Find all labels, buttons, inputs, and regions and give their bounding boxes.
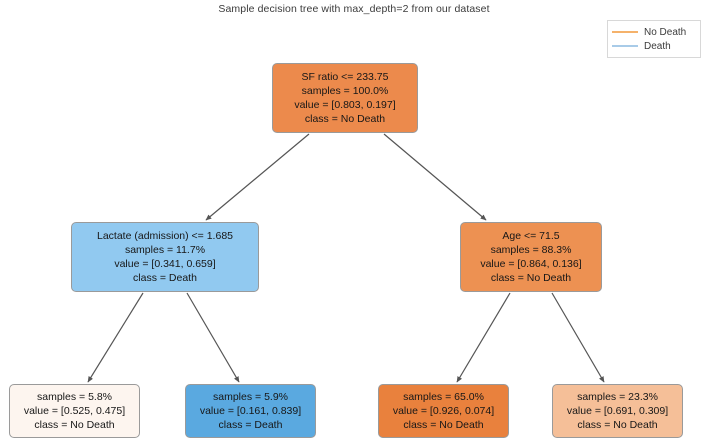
figure-title: Sample decision tree with max_depth=2 fr… bbox=[218, 3, 490, 15]
node-value-text: value = [0.525, 0.475] bbox=[23, 404, 126, 417]
node-class-text: class = No Death bbox=[403, 419, 484, 432]
legend-label: No Death bbox=[644, 26, 687, 38]
node-samples-text: samples = 23.3% bbox=[577, 390, 658, 403]
tree-edge-right-to-leaf3 bbox=[456, 292, 511, 383]
legend-item-no-death: No Death bbox=[612, 25, 695, 39]
tree-node-leaf3: samples = 65.0%value = [0.926, 0.074] cla… bbox=[378, 384, 509, 438]
node-value-text: value = [0.864, 0.136] bbox=[480, 258, 582, 270]
node-class-text: class = No Death bbox=[304, 113, 386, 126]
node-condition-text: Lactate (admission) <= 1.685 bbox=[97, 229, 233, 242]
node-samples-text: samples = 100.0% bbox=[301, 84, 389, 97]
node-class-text: class = No Death bbox=[34, 419, 115, 432]
legend-label: Death bbox=[644, 40, 671, 52]
node-value-text: value = [0.691, 0.309] bbox=[566, 404, 669, 417]
node-samples-text: samples = 88.3% bbox=[490, 243, 572, 256]
tree-edge-root-to-left bbox=[205, 133, 310, 221]
tree-edge-left-to-leaf2 bbox=[186, 292, 240, 383]
node-value-text: value = [0.926, 0.074] bbox=[392, 404, 495, 417]
legend-item-death: Death bbox=[612, 39, 695, 53]
tree-edge-root-to-right bbox=[383, 133, 487, 221]
tree-node-leaf1: samples = 5.8%value = [0.525, 0.475] clas… bbox=[9, 384, 140, 438]
node-samples-text: samples = 11.7% bbox=[124, 243, 206, 256]
node-value-text: value = [0.803, 0.197] bbox=[294, 99, 396, 111]
node-class-text: class = No Death bbox=[577, 419, 658, 432]
node-class-text: class = Death bbox=[133, 272, 197, 285]
node-value-text: value = [0.161, 0.839] bbox=[199, 404, 302, 417]
tree-edge-left-to-leaf1 bbox=[87, 292, 144, 383]
node-class-text: class = No Death bbox=[490, 272, 572, 285]
node-samples-text: samples = 5.8% bbox=[37, 390, 112, 403]
node-class-text: class = Death bbox=[218, 419, 283, 432]
tree-edge-right-to-leaf4 bbox=[551, 292, 605, 383]
legend-swatch-icon bbox=[612, 45, 638, 47]
tree-node-leaf2: samples = 5.9%value = [0.161, 0.839] clas… bbox=[185, 384, 316, 438]
legend-swatch-icon bbox=[612, 31, 638, 33]
node-samples-text: samples = 65.0% bbox=[403, 390, 484, 403]
node-samples-text: samples = 5.9% bbox=[213, 390, 288, 403]
node-condition-text: Age <= 71.5 bbox=[502, 229, 560, 242]
tree-node-leaf4: samples = 23.3%value = [0.691, 0.309] cla… bbox=[552, 384, 683, 438]
node-condition-text: SF ratio <= 233.75 bbox=[301, 70, 389, 83]
node-value-text: value = [0.341, 0.659] bbox=[114, 258, 216, 270]
